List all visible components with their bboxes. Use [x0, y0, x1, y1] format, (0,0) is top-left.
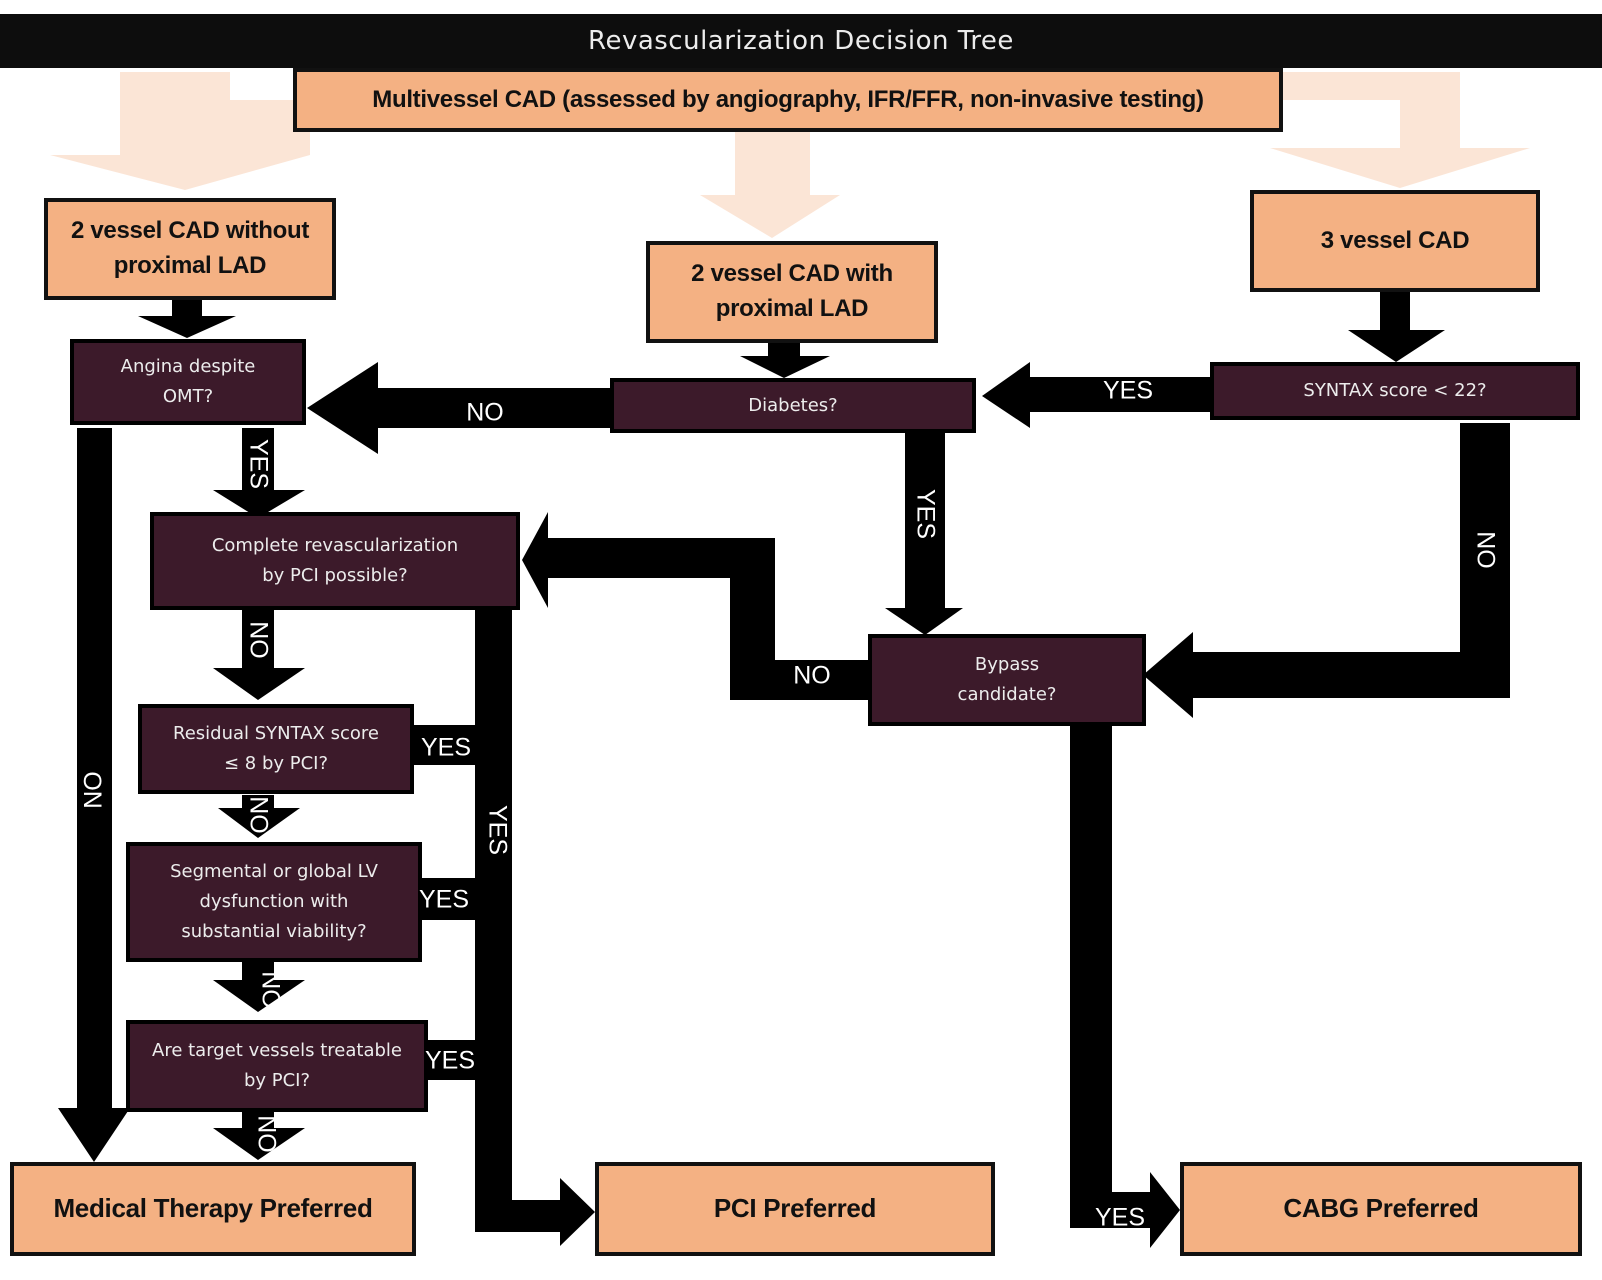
label-diabetes-yes: YES — [911, 488, 940, 540]
two-vessel-no-lad-line1: 2 vessel CAD without — [70, 217, 310, 245]
two-vessel-lad-line2: proximal LAD — [715, 295, 869, 322]
label-target-no: NO — [252, 1115, 281, 1153]
medical-therapy-label: Medical Therapy Preferred — [53, 1193, 373, 1224]
arrow-2vessel-to-angina — [138, 296, 236, 338]
target-vessels-line2: by PCI? — [243, 1070, 311, 1091]
label-target-yes: YES — [424, 1046, 476, 1075]
faded-arrow-center — [700, 130, 840, 238]
two-vessel-lad-line1: 2 vessel CAD with — [691, 260, 893, 288]
pci-outcome: PCI Preferred — [595, 1162, 995, 1256]
arrow-target-no — [213, 1110, 305, 1160]
arrow-syntax-yes — [982, 362, 1212, 428]
yes-stub-target — [424, 1040, 482, 1080]
arrow-diabetes-yes — [885, 430, 963, 635]
arrow-diabetes-no — [307, 362, 612, 454]
label-lv-yes: YES — [418, 885, 470, 914]
target-vessels-node: Are target vessels treatable by PCI? — [126, 1020, 428, 1112]
label-syntax-yes: YES — [1102, 376, 1154, 405]
two-vessel-no-lad-line2: proximal LAD — [113, 252, 267, 279]
arrow-3vessel-to-syntax — [1348, 290, 1445, 362]
yes-stub-residual — [412, 725, 482, 765]
two-vessel-lad-box: 2 vessel CAD with proximal LAD — [646, 241, 938, 343]
label-residual-no: NO — [244, 796, 273, 834]
multivessel-cad-box: Multivessel CAD (assessed by angiography… — [293, 68, 1283, 132]
arrow-angina-no — [58, 428, 130, 1162]
cabg-label: CABG Preferred — [1283, 1193, 1479, 1224]
arrow-lv-no — [213, 962, 305, 1012]
complete-revasc-line2: by PCI possible? — [262, 565, 408, 586]
pci-label: PCI Preferred — [713, 1193, 877, 1224]
label-pci-trunk-yes: YES — [483, 804, 512, 856]
label-bypass-no: NO — [793, 661, 831, 690]
target-vessels-line1: Are target vessels treatable — [152, 1040, 402, 1062]
complete-revasc-node: Complete revascularization by PCI possibl… — [150, 512, 520, 610]
faded-arrow-left — [50, 72, 310, 190]
lv-dysfunction-line2: dysfunction with — [199, 891, 349, 913]
bypass-node: Bypass candidate? — [868, 634, 1146, 726]
label-diabetes-no: NO — [466, 398, 504, 427]
arrow-bypass-no — [522, 512, 872, 700]
syntax-node: SYNTAX score < 22? — [1210, 362, 1580, 420]
arrow-2vessel-lad-to-diabetes — [740, 340, 830, 378]
arrow-syntax-no — [1143, 423, 1510, 718]
label-bypass-yes: YES — [1094, 1203, 1146, 1232]
complete-revasc-line1: Complete revascularization — [211, 535, 459, 557]
lv-dysfunction-line3: substantial viability? — [181, 920, 367, 942]
three-vessel-label: 3 vessel CAD — [1320, 226, 1470, 254]
label-lv-no: NO — [256, 971, 285, 1009]
diabetes-label: Diabetes? — [748, 394, 838, 416]
diabetes-node: Diabetes? — [610, 378, 976, 433]
yes-stub-lv — [418, 878, 482, 920]
arrow-complete-no — [213, 610, 305, 700]
two-vessel-no-lad-box: 2 vessel CAD without proximal LAD — [44, 198, 336, 300]
label-angina-no: NO — [79, 771, 108, 809]
label-residual-yes: YES — [420, 733, 472, 762]
arrow-angina-yes — [213, 428, 305, 518]
multivessel-cad-label: Multivessel CAD (assessed by angiography… — [372, 85, 1204, 113]
lv-dysfunction-line1: Segmental or global LV — [170, 861, 378, 883]
bypass-line1: Bypass — [974, 654, 1040, 676]
three-vessel-box: 3 vessel CAD — [1250, 190, 1540, 292]
residual-syntax-node: Residual SYNTAX score ≤ 8 by PCI? — [138, 704, 414, 794]
angina-line2: OMT? — [162, 386, 214, 407]
title-bar: Revascularization Decision Tree — [0, 14, 1602, 68]
bypass-line2: candidate? — [957, 684, 1057, 705]
diagram-title: Revascularization Decision Tree — [588, 26, 1014, 56]
residual-syntax-line2: ≤ 8 by PCI? — [223, 753, 329, 774]
label-complete-no: NO — [244, 621, 273, 659]
arrow-pci-yes-trunk — [475, 610, 595, 1246]
lv-dysfunction-node: Segmental or global LV dysfunction with su… — [126, 842, 422, 962]
arrow-bypass-yes — [1070, 725, 1180, 1248]
faded-arrow-right — [1255, 72, 1530, 188]
cabg-outcome: CABG Preferred — [1180, 1162, 1582, 1256]
syntax-label: SYNTAX score < 22? — [1303, 380, 1487, 402]
medical-therapy-outcome: Medical Therapy Preferred — [10, 1162, 416, 1256]
residual-syntax-line1: Residual SYNTAX score — [173, 723, 379, 745]
label-syntax-no: NO — [1471, 531, 1500, 569]
label-angina-yes: YES — [244, 438, 273, 490]
arrow-residual-no — [218, 795, 300, 838]
angina-line1: Angina despite — [120, 356, 256, 378]
